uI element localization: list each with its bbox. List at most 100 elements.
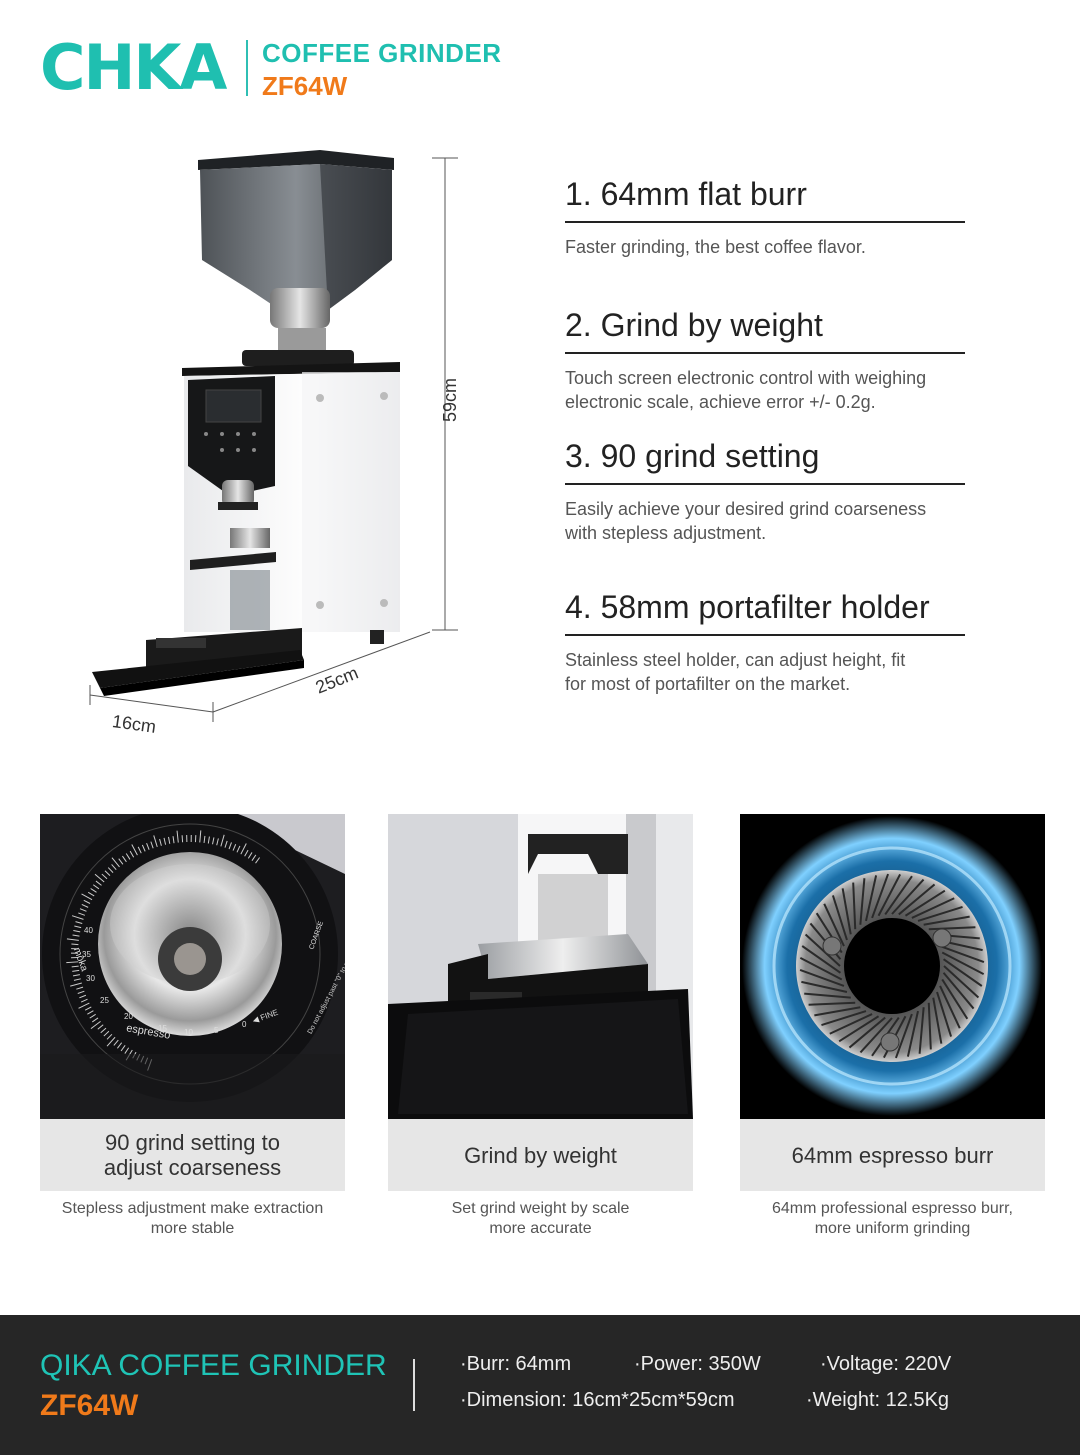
- dial-tick: [89, 1013, 96, 1019]
- card-subtitle-line: more stable: [150, 1220, 235, 1237]
- feature-title: 1. 64mm flat burr: [565, 176, 965, 223]
- dial-tick: [146, 843, 150, 850]
- burr-tooth: [808, 1001, 856, 1006]
- brand-product-name: COFFEE GRINDER: [262, 38, 502, 68]
- burr-tooth: [859, 878, 866, 925]
- dial-tick: [247, 852, 253, 859]
- dial-tick: [137, 846, 142, 854]
- height-dimension: 59cm: [440, 377, 460, 422]
- feature-grind-by-weight: 2. Grind by weight Touch screen electron…: [565, 307, 975, 414]
- dial-tick: [111, 864, 117, 871]
- burr-tooth: [831, 895, 848, 941]
- footer-specs: QIKA COFFEE GRINDER ZF64W ·Burr: 64mm ·P…: [0, 1315, 1080, 1455]
- dial-tick: [203, 835, 206, 843]
- burr-tooth: [894, 1013, 913, 1059]
- dial-tick: [87, 1010, 94, 1015]
- burr-photo: [740, 814, 1045, 1119]
- dial-tick: [76, 986, 84, 990]
- card-caption-line: 64mm espresso burr: [791, 1142, 994, 1168]
- dial-tick: [216, 838, 219, 846]
- dial-tick: [75, 921, 83, 924]
- feature-description-line: for most of portafilter on the market.: [565, 674, 851, 694]
- dial-tick: [129, 850, 135, 858]
- dial-tick: [81, 904, 89, 908]
- footer-divider: [413, 1359, 415, 1411]
- feature-description-line: Faster grinding, the best coffee flavor.: [565, 237, 866, 257]
- burr-tooth: [801, 945, 842, 974]
- card-subtitle: 64mm professional espresso burr, more un…: [740, 1199, 1045, 1239]
- burr-tooth: [852, 882, 857, 930]
- dial-ticks: [66, 830, 261, 1071]
- card-subtitle: Set grind weight by scale more accurate: [388, 1199, 693, 1239]
- brand-header: CHKA COFFEE GRINDER ZF64W: [40, 31, 501, 104]
- dial-tick: [79, 908, 87, 912]
- dial-tick: [236, 845, 241, 853]
- burr-tooth: [801, 980, 848, 993]
- footer-title: QIKA COFFEE GRINDER: [40, 1349, 387, 1382]
- dial-tick: [78, 912, 86, 916]
- card-caption: Grind by weight: [388, 1119, 693, 1191]
- spec-weight: ·Weight: 12.5Kg: [806, 1389, 950, 1411]
- card-subtitle-line: more uniform grinding: [814, 1220, 971, 1237]
- dial-tick: [122, 855, 127, 863]
- dial-number-0: 0: [242, 1020, 247, 1029]
- dial-tick: [94, 873, 105, 883]
- brand-model: ZF64W: [262, 71, 348, 101]
- dial-tick: [104, 870, 111, 876]
- dial-tick: [131, 844, 138, 856]
- burr-tooth: [941, 978, 969, 1020]
- dial-tick: [71, 943, 79, 946]
- card-caption-line: adjust coarseness: [103, 1155, 282, 1180]
- burr-tooth: [838, 1015, 880, 1043]
- burr-tooth: [927, 1002, 932, 1050]
- burr-tooth: [799, 957, 843, 981]
- card-espresso-burr: 64mm espresso burr 64mm professional esp…: [740, 814, 1045, 1239]
- footer-model: ZF64W: [40, 1389, 139, 1422]
- dial-tick: [172, 836, 175, 844]
- burr-tooth: [928, 926, 976, 931]
- dial-tick: [141, 844, 146, 852]
- dial-tick: [66, 961, 79, 964]
- burr-tooth: [804, 933, 841, 967]
- dial-tick: [79, 994, 87, 999]
- dial-tick: [150, 841, 154, 849]
- dial-tick: [251, 854, 257, 861]
- grind-dial-photo: mōka espresso COARSE ◀ FINE Do not adjus…: [40, 814, 345, 1119]
- dial-tick: [84, 1006, 92, 1011]
- burr-tooth: [932, 997, 943, 1044]
- burr-tooth: [942, 958, 983, 987]
- card-subtitle-line: more accurate: [489, 1220, 592, 1237]
- burr-tooth: [906, 1010, 919, 1057]
- burr-tooth: [942, 972, 975, 1010]
- dial-tick: [159, 838, 162, 846]
- dial-tick: [101, 873, 108, 880]
- dial-tick: [81, 893, 93, 901]
- feature-title: 4. 58mm portafilter holder: [565, 589, 965, 636]
- dial-tick: [80, 998, 88, 1003]
- dial-tick: [91, 1017, 99, 1023]
- burr-tooth: [917, 905, 963, 922]
- card-subtitle-line: Stepless adjustment make extraction: [61, 1200, 324, 1217]
- dial-tick: [106, 1036, 116, 1047]
- brand-logo: CHKA: [40, 31, 227, 104]
- burr-tooth: [859, 1017, 893, 1054]
- dial-tick: [73, 978, 81, 981]
- burr-tooth: [891, 878, 925, 915]
- card-subtitle-line: Set grind weight by scale: [451, 1200, 630, 1217]
- burr-tooth: [821, 1010, 867, 1027]
- dial-tick: [207, 836, 210, 844]
- burr-tooth: [823, 903, 845, 947]
- dial-tick: [153, 835, 158, 848]
- grinder-illustration: [89, 150, 458, 722]
- burr-tooth: [841, 888, 852, 935]
- dial-tick: [228, 842, 232, 850]
- brand-text: COFFEE GRINDER ZF64W: [262, 38, 502, 102]
- burr-tooth: [804, 992, 851, 999]
- spec-voltage: ·Voltage: 220V: [820, 1353, 952, 1375]
- card-subtitle: Stepless adjustment make extraction more…: [40, 1199, 345, 1239]
- dial-tick: [72, 934, 80, 937]
- spec-burr: ·Burr: 64mm: [460, 1353, 572, 1375]
- spec-power: ·Power: 350W: [634, 1353, 761, 1375]
- feature-description: Faster grinding, the best coffee flavor.: [565, 235, 975, 259]
- dial-tick: [212, 837, 215, 845]
